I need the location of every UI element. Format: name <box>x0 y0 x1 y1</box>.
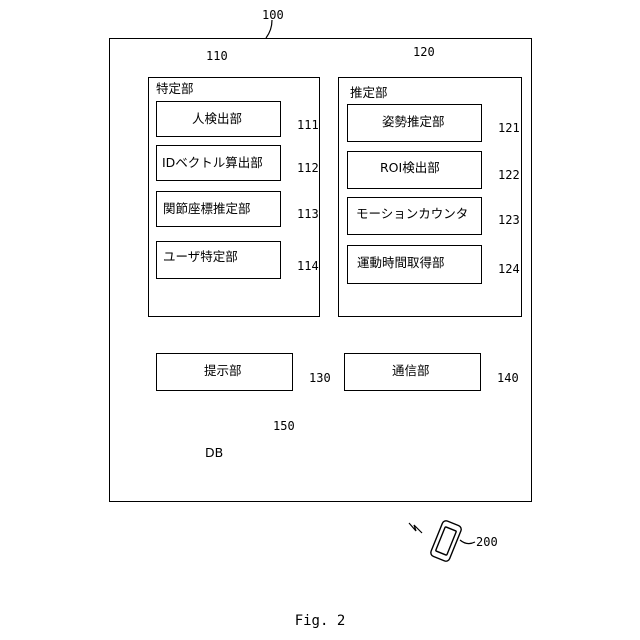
wireless-signal-icon <box>409 523 422 533</box>
human-detection-label: 人検出部 <box>192 113 242 126</box>
database-label: DB <box>205 447 223 460</box>
estimation-block-title: 推定部 <box>350 87 388 100</box>
exercise-time-label: 運動時間取得部 <box>357 257 445 270</box>
presentation-label: 提示部 <box>204 365 242 378</box>
user-identification-label: ユーザ特定部 <box>163 251 238 264</box>
ref-110: 110 <box>206 50 228 62</box>
ref-111: 111 <box>297 119 319 131</box>
motion-counter-label: モーションカウンタ <box>356 208 468 221</box>
ref-112: 112 <box>297 162 319 174</box>
ref-150: 150 <box>273 420 295 432</box>
smartphone-icon <box>430 520 463 563</box>
identification-block-title: 特定部 <box>156 83 194 96</box>
ref-114: 114 <box>297 260 319 272</box>
ref-124: 124 <box>498 263 520 275</box>
ref-113: 113 <box>297 208 319 220</box>
joint-coordinate-label: 関節座標推定部 <box>163 203 251 216</box>
posture-estimation-label: 姿勢推定部 <box>382 116 445 129</box>
figure-caption: Fig. 2 <box>0 613 640 629</box>
communication-label: 通信部 <box>392 365 430 378</box>
roi-detection-label: ROI検出部 <box>380 162 440 175</box>
id-vector-label: IDベクトル算出部 <box>162 157 263 170</box>
ref-122: 122 <box>498 169 520 181</box>
ref-121: 121 <box>498 122 520 134</box>
ref-100: 100 <box>262 9 284 21</box>
ref-120: 120 <box>413 46 435 58</box>
ref-130: 130 <box>309 372 331 384</box>
ref-123: 123 <box>498 214 520 226</box>
ref-140: 140 <box>497 372 519 384</box>
ref-200: 200 <box>476 536 498 548</box>
